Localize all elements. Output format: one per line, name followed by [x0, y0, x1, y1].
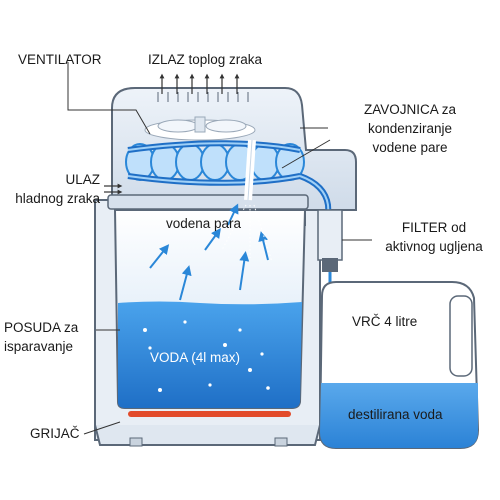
label-charcoal-filter: FILTER od aktivnog ugljena [372, 218, 496, 256]
label-evaporation-pot: POSUDA za isparavanje [4, 318, 78, 356]
distilled-water-jug [318, 281, 480, 449]
condenser-coil [125, 139, 333, 241]
label-water: VODA (4l max) [150, 350, 241, 365]
label-hot-air-outlet: IZLAZ toplog zraka [148, 52, 263, 67]
label-ventilator: VENTILATOR [18, 52, 102, 67]
label-cold-air-inlet-line2: hladnog zraka [15, 191, 100, 206]
label-charcoal-filter-line1: FILTER od [401, 220, 467, 235]
label-cold-air-inlet: ULAZ hladnog zraka [0, 170, 100, 208]
cold-air-arrows [104, 183, 123, 195]
distilled-water-fill [320, 383, 478, 448]
label-evaporation-pot-line1: POSUDA za [4, 320, 79, 335]
water-bubbles [143, 320, 270, 392]
label-condenser-coil: ZAVOJNICA za kondenziranje vodene pare [330, 100, 490, 157]
label-evaporation-pot-line2: isparavanje [4, 339, 74, 354]
label-condenser-coil-line2: kondenziranje [367, 121, 453, 136]
label-water-vapor: vodena para [166, 216, 242, 231]
lid-vents [157, 92, 249, 102]
label-condenser-coil-line3: vodene pare [372, 140, 448, 155]
label-charcoal-filter-line2: aktivnog ugljena [385, 239, 483, 254]
jug-handle [449, 295, 473, 377]
water-in-pot [118, 301, 302, 408]
heater-element [128, 411, 291, 417]
label-condenser-coil-line1: ZAVOJNICA za [363, 102, 457, 117]
fan-icon [144, 116, 256, 141]
hot-air-arrows [159, 73, 240, 94]
charcoal-filter [317, 209, 343, 284]
label-jug: VRČ 4 litre [352, 314, 418, 329]
label-cold-air-inlet-line1: ULAZ [65, 172, 100, 187]
steam-sprinkle [221, 204, 273, 263]
steam-arrows [149, 203, 269, 301]
evaporation-pot [113, 209, 307, 409]
leader-lines [67, 62, 372, 435]
label-heater: GRIJAČ [30, 426, 80, 441]
label-distilled-water: destilirana voda [348, 407, 443, 422]
